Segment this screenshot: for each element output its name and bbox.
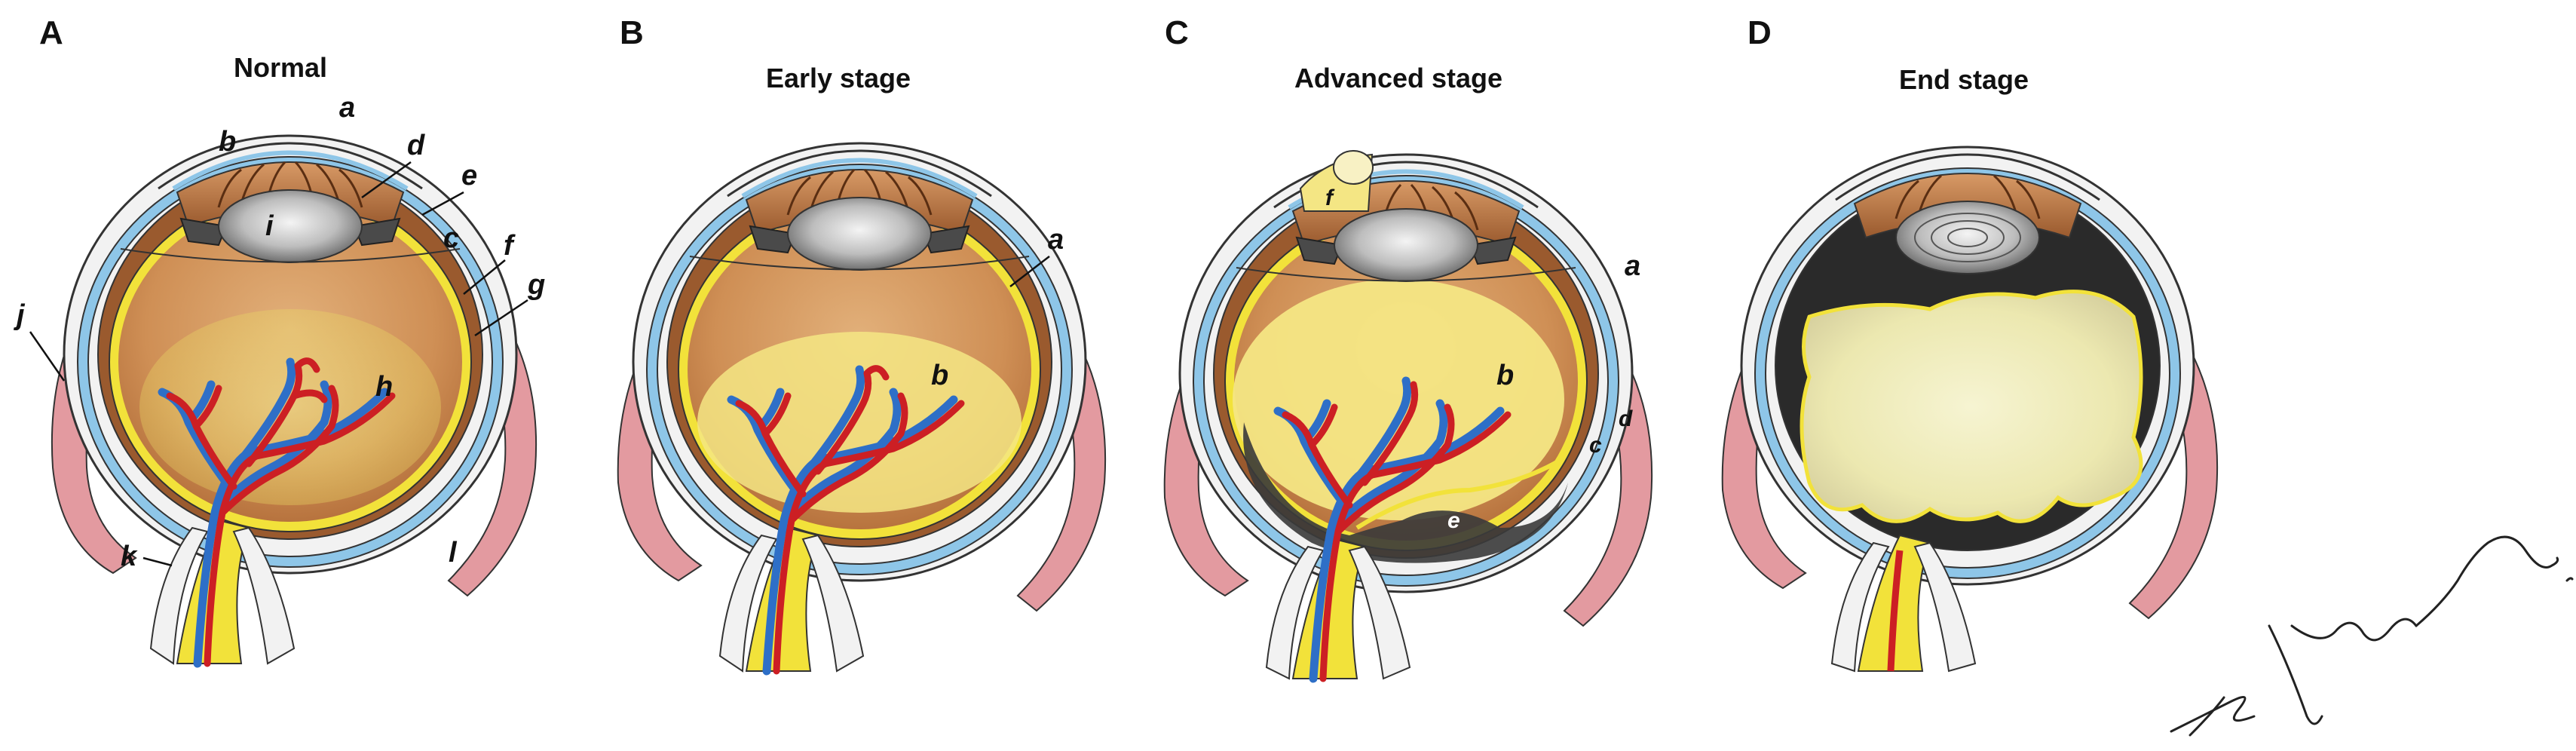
retinal-vessels-c <box>1273 376 1512 683</box>
label-a-e: e <box>461 160 477 192</box>
panel-title-c: Advanced stage <box>1294 63 1502 93</box>
lens-d <box>1895 201 2040 274</box>
handwritten-signature <box>2170 535 2574 737</box>
panel-b-early-stage: B Early stage a <box>617 14 1107 676</box>
panel-letter-c: C <box>1165 14 1189 51</box>
label-c-b: b <box>1496 360 1514 391</box>
label-a-f: f <box>504 230 516 262</box>
label-a-c: c <box>443 222 459 254</box>
label-a-j: j <box>13 299 26 331</box>
panel-d-end-stage: D End stage <box>1721 14 2219 673</box>
panel-letter-b: B <box>620 14 644 51</box>
panel-c-advanced-stage: C Advanced stage <box>1163 14 1653 683</box>
label-b-a: a <box>1048 224 1064 256</box>
retinal-detachment-c <box>1243 422 1568 563</box>
label-c-c: c <box>1589 433 1602 458</box>
label-a-g: g <box>527 269 545 301</box>
panel-letter-d: D <box>1747 14 1772 51</box>
panel-title-a: Normal <box>234 52 327 83</box>
end-stage-mass-d <box>1800 290 2143 523</box>
lens-a <box>218 189 363 263</box>
retinal-vessels-b <box>727 365 965 676</box>
panel-a-normal: A Normal <box>13 14 545 668</box>
label-a-d: d <box>407 130 425 161</box>
panel-letter-a: A <box>39 14 63 51</box>
label-a-k: k <box>121 541 138 572</box>
cornea-a <box>158 142 423 190</box>
label-a-i: i <box>265 210 274 242</box>
label-a-b: b <box>219 126 236 158</box>
label-c-d: d <box>1619 406 1633 431</box>
panel-title-d: End stage <box>1899 64 2029 95</box>
panel-title-b: Early stage <box>766 63 911 93</box>
label-b-b: b <box>931 360 948 391</box>
label-a-l: l <box>449 537 458 569</box>
label-c-a: a <box>1625 250 1640 282</box>
label-a-h: h <box>375 371 393 403</box>
retinal-vessels-a <box>158 357 396 668</box>
label-a-a: a <box>339 92 355 124</box>
label-c-e: e <box>1447 508 1460 533</box>
hemorrhage-b <box>697 332 1022 513</box>
label-c-f: f <box>1325 185 1335 210</box>
